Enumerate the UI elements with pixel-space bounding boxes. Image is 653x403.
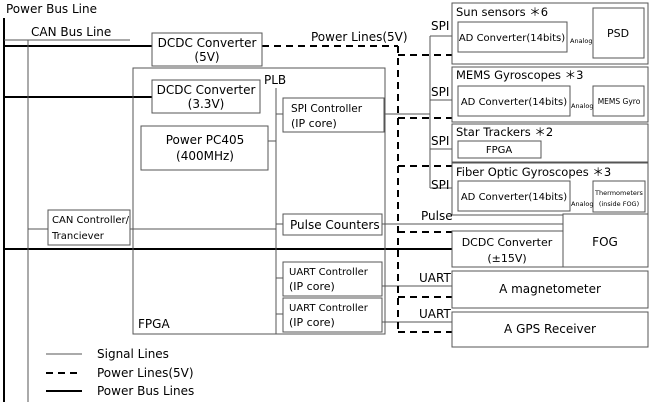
uart-controller-2-line1: UART Controller [289, 303, 369, 314]
fog-box [562, 213, 649, 268]
thermometers-box [592, 180, 646, 213]
power-bus-line-label: Power Bus Line [6, 2, 97, 16]
dcdc-5v-line1: DCDC Converter [158, 36, 257, 50]
dcdc-3v3-line2: (3.3V) [188, 97, 225, 111]
ppc-line1: Power PC405 [166, 133, 245, 147]
psd-text: PSD [607, 27, 629, 40]
psd-box [592, 7, 645, 59]
power-bus-lines [3, 18, 452, 402]
dcdc-3v3-line1: DCDC Converter [157, 83, 256, 97]
can-controller-line1: CAN Controller/ [52, 215, 130, 226]
uart-controller-2-line2: (IP core) [289, 316, 335, 329]
dcdc-15v-line1: DCDC Converter [462, 236, 553, 249]
mems-gyro-text: MEMS Gyro [598, 97, 641, 106]
plb-label: PLB [264, 73, 286, 87]
power-lines-5v-label: Power Lines(5V) [311, 30, 408, 44]
fog-text: FOG [592, 235, 618, 249]
mems-ad-box [457, 85, 571, 117]
thermometers-line1: Thermometers [594, 189, 644, 197]
pulse-counters-text: Pulse Counters [290, 218, 380, 232]
gps-receiver-box [451, 311, 649, 348]
pulse-counters-box [282, 213, 383, 236]
legend-powerbus-label: Power Bus Lines [97, 384, 194, 398]
legend: Signal Lines Power Lines(5V) Power Bus L… [46, 347, 194, 398]
spi-label-2: SPI [431, 85, 449, 99]
mems-ad-text: AD Converter(14bits) [461, 97, 567, 108]
sun-ad-text: AD Converter(14bits) [459, 33, 565, 44]
mems-gyro-box [592, 85, 645, 117]
gps-receiver-text: A GPS Receiver [504, 322, 596, 336]
fpga-box [132, 67, 386, 335]
star-fpga-text: FPGA [486, 145, 513, 156]
fog-ad-box [457, 180, 571, 212]
dcdc-5v-box [151, 32, 263, 67]
magnetometer-box [451, 270, 649, 309]
spi-controller-box [282, 97, 385, 133]
mems-analog-text: Analog [571, 102, 593, 110]
spi-controller-line1: SPI Controller [291, 103, 363, 115]
star-fpga-box [457, 140, 542, 159]
spi-label-1: SPI [431, 19, 449, 33]
sun-analog-text: Analog [570, 37, 592, 45]
power-lines-5v [262, 45, 452, 333]
fog-title: Fiber Optic Gyroscopes ＊3 [456, 165, 611, 179]
ppc-box [140, 125, 269, 171]
legend-signal-label: Signal Lines [97, 347, 169, 361]
star-trackers-title: Star Trackers ＊2 [456, 125, 553, 139]
legend-power5v-label: Power Lines(5V) [97, 366, 194, 380]
uart-controller-2-box [282, 297, 383, 333]
mems-title: MEMS Gyroscopes ＊3 [456, 68, 583, 82]
uart-controller-1-line2: (IP core) [289, 280, 335, 293]
spi-label-4: SPI [431, 178, 449, 192]
magnetometer-text: A magnetometer [499, 282, 601, 296]
pulse-label: Pulse [421, 209, 453, 223]
can-bus-line-label: CAN Bus Line [31, 25, 111, 39]
thermometers-line2: (inside FOG) [599, 200, 639, 208]
can-controller-box [47, 209, 131, 246]
dcdc-15v-line2: (±15V) [487, 252, 526, 265]
dcdc-15v-box [451, 230, 564, 268]
ppc-line2: (400MHz) [176, 149, 234, 163]
uart-label-1: UART [419, 271, 451, 285]
uart-label-2: UART [419, 307, 451, 321]
uart-controller-1-line1: UART Controller [289, 267, 369, 278]
sun-ad-box [457, 21, 568, 53]
dcdc-5v-line2: (5V) [194, 50, 219, 64]
fog-analog-text: Analog [571, 200, 593, 208]
uart-controller-1-box [282, 261, 383, 297]
spi-label-3: SPI [431, 134, 449, 148]
sun-sensors-title: Sun sensors ＊6 [456, 5, 548, 19]
fog-ad-text: AD Converter(14bits) [461, 192, 567, 203]
fpga-label: FPGA [138, 317, 170, 331]
dcdc-3v3-box [151, 79, 261, 114]
can-controller-line2: Tranciever [51, 231, 105, 242]
spi-controller-line2: (IP core) [291, 117, 337, 130]
